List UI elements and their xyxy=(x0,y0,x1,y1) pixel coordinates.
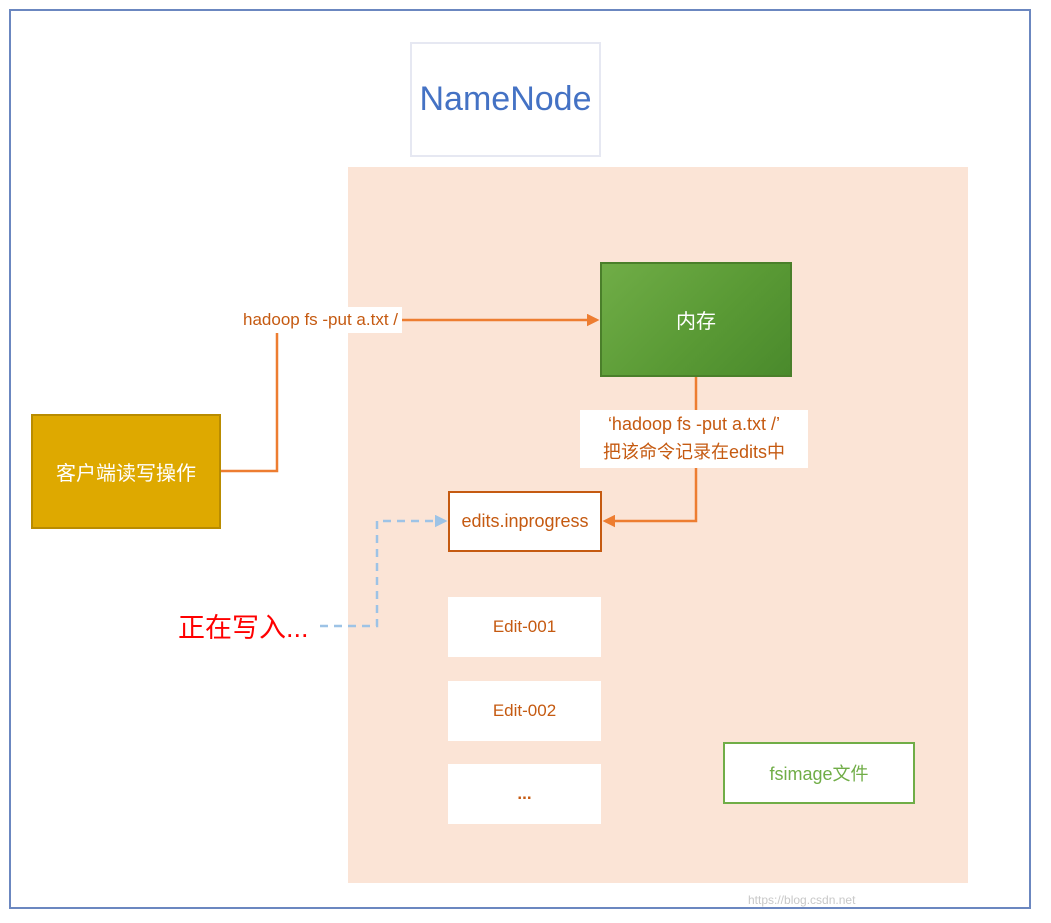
fsimage-box: fsimage文件 xyxy=(723,742,915,804)
client-to-memory-arrow xyxy=(221,313,600,473)
edit-file-box: Edit-002 xyxy=(448,681,601,741)
writing-status-label: 正在写入... xyxy=(178,613,309,643)
memory-box: 内存 xyxy=(600,262,792,377)
writing-dashed-arrow xyxy=(320,514,448,628)
client-operation-box: 客户端读写操作 xyxy=(31,414,221,529)
edit-file-ellipsis-box: ... xyxy=(448,764,601,824)
watermark: https://blog.csdn.net xyxy=(748,893,856,907)
put-command-label: hadoop fs -put a.txt / xyxy=(239,307,402,333)
namenode-title: NameNode xyxy=(410,42,601,157)
edits-record-note-line2: 把该命令记录在edits中 xyxy=(602,442,786,462)
edit-file-box: Edit-001 xyxy=(448,597,601,657)
edits-record-note: ‘hadoop fs -put a.txt /’ 把该命令记录在edits中 xyxy=(580,410,808,468)
edits-record-note-line1: ‘hadoop fs -put a.txt /’ xyxy=(607,414,781,434)
edits-inprogress-box: edits.inprogress xyxy=(448,491,602,552)
diagram-frame xyxy=(9,9,1031,909)
